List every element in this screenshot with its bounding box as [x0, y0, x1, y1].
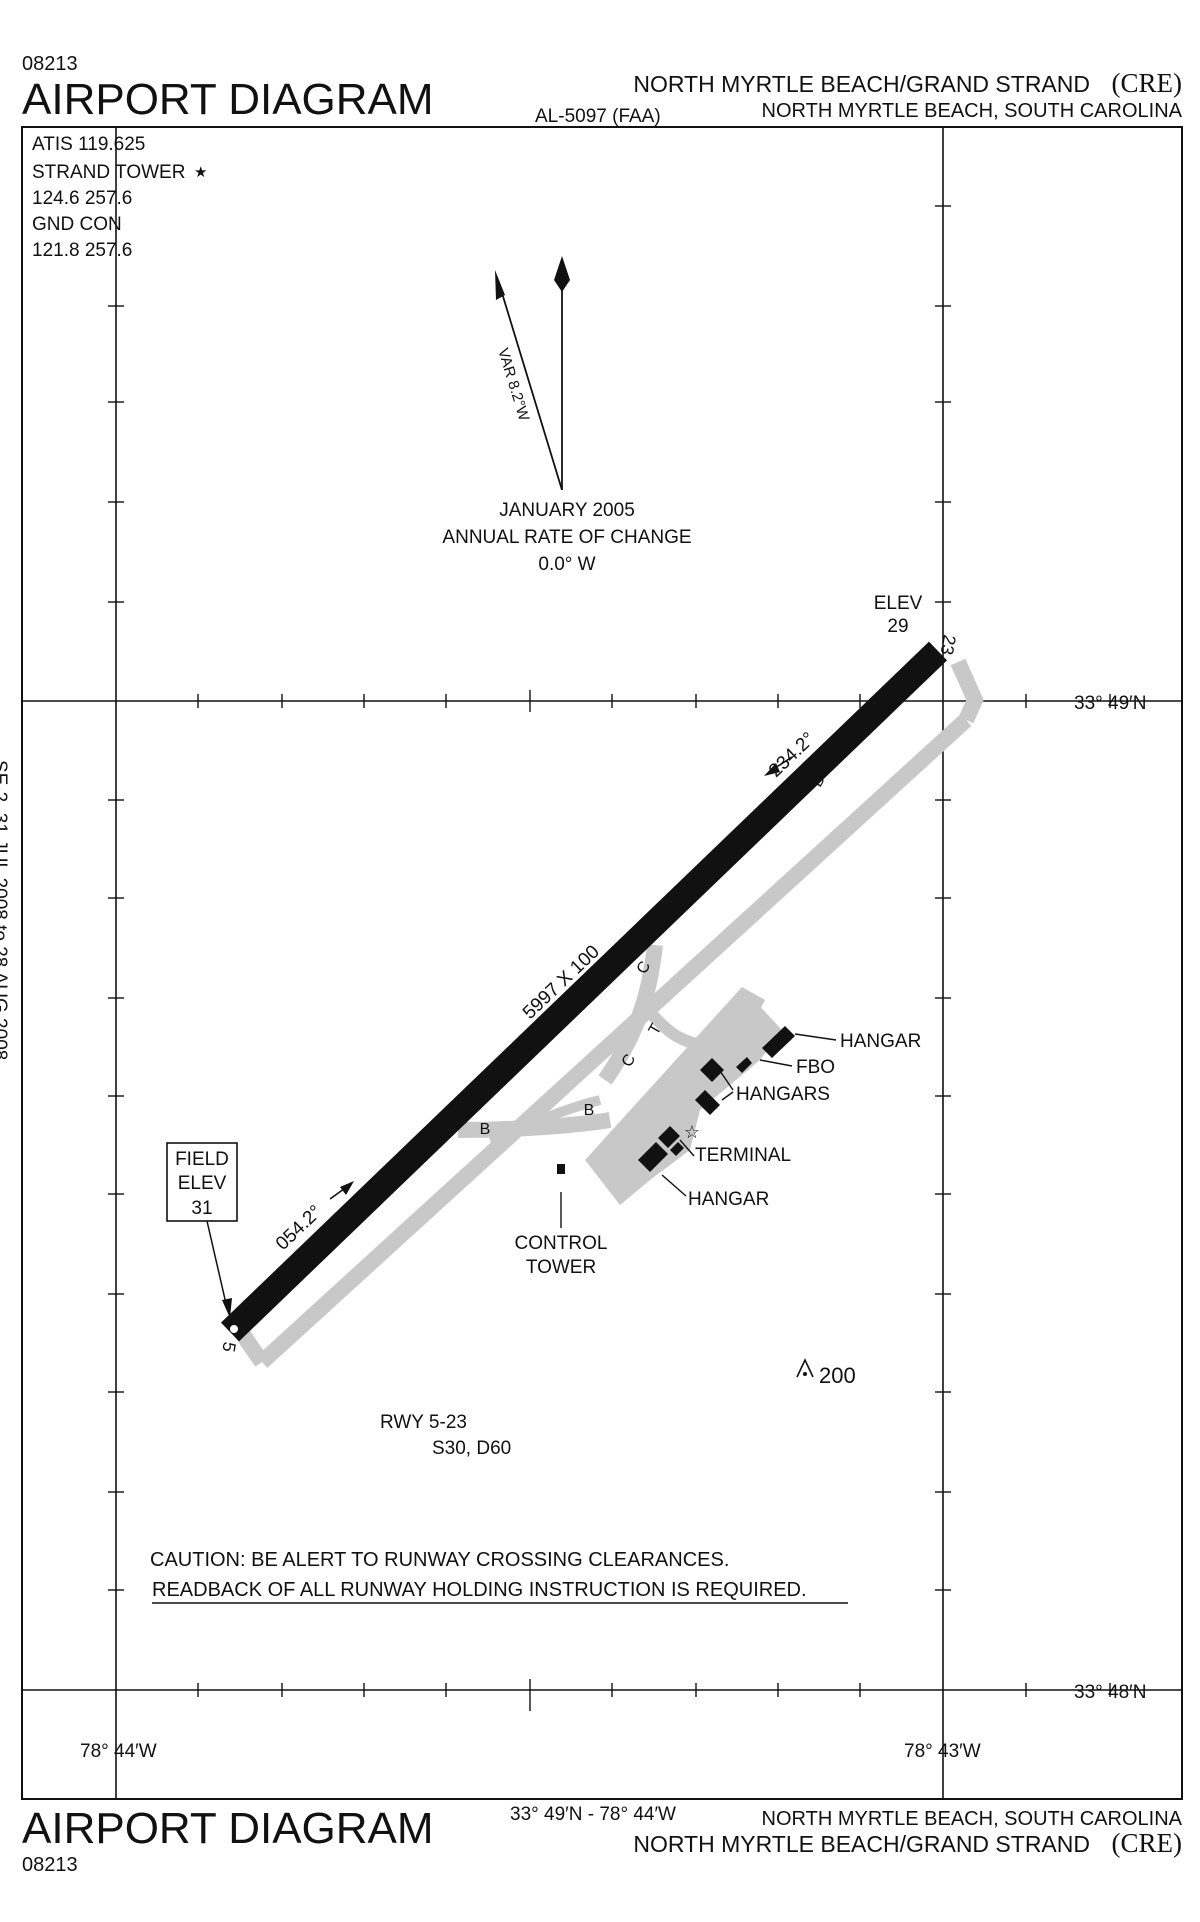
footer-procedure-number: 08213 [22, 1854, 78, 1876]
runway-23-elev-label: ELEV [874, 593, 923, 614]
caution-line-2: READBACK OF ALL RUNWAY HOLDING INSTRUCTI… [152, 1579, 807, 1601]
control-tower-building [557, 1164, 565, 1174]
obstacle-icon [796, 1358, 814, 1378]
taxiway-b-label-west: B [480, 1121, 491, 1138]
buildings [557, 1026, 795, 1174]
field-elev-value: 31 [191, 1198, 212, 1219]
longitude-east-label: 78° 43′W [904, 1741, 981, 1762]
terminal-building-1 [658, 1126, 680, 1148]
facility-leaders [560, 1033, 837, 1228]
footer-city-state: NORTH MYRTLE BEACH, SOUTH CAROLINA [762, 1808, 1183, 1830]
taxiway-b-label-east: B [584, 1102, 595, 1119]
latitude-south-label: 33° 48′N [1074, 1682, 1146, 1703]
hangars-building-2 [695, 1090, 720, 1115]
runway-end-5-label: 5 [218, 1340, 239, 1353]
hangars-building-1 [700, 1058, 724, 1082]
taxiway-d-parallel [256, 714, 972, 1368]
taxiway-d-north-connector [950, 658, 984, 724]
terminal-label: TERMINAL [695, 1145, 791, 1166]
footer-coordinates: 33° 49′N - 78° 44′W [510, 1804, 676, 1825]
fbo-building [736, 1057, 752, 1073]
runway-strength: S30, D60 [432, 1438, 511, 1459]
atis-frequency: ATIS 119.625 [32, 134, 145, 155]
caution-line-1: CAUTION: BE ALERT TO RUNWAY CROSSING CLE… [150, 1549, 729, 1571]
north-arrow [554, 256, 570, 490]
effective-date-margin: SE-2, 31 JUL 2008 to 28 AUG 2008 [0, 760, 10, 1060]
taxiway-b-connector [457, 1112, 612, 1138]
part-time-star-icon: ★ [194, 164, 207, 181]
graticule-ticks [108, 205, 1111, 1711]
runway-designation: RWY 5-23 [380, 1412, 467, 1433]
hangar-north-label: HANGAR [840, 1031, 921, 1052]
latitude-north-label: 33° 49′N [1074, 693, 1146, 714]
al-number: AL-5097 (FAA) [535, 106, 661, 127]
variation-date: JANUARY 2005 [499, 500, 635, 521]
ground-control-name: GND CON [32, 214, 122, 235]
hangar-south-building [638, 1142, 668, 1172]
hangars-label: HANGARS [736, 1084, 830, 1105]
airport-id: (CRE) [1112, 68, 1183, 98]
obstacle-height: 200 [819, 1363, 856, 1388]
footer-airport-id: (CRE) [1112, 1828, 1183, 1858]
magnetic-variation-label: VAR 8.2°W [494, 346, 532, 423]
annual-rate-label: ANNUAL RATE OF CHANGE [442, 527, 691, 548]
procedure-number: 08213 [22, 53, 78, 75]
longitude-west-label: 78° 44′W [80, 1741, 157, 1762]
field-elevation-box [166, 1142, 238, 1222]
diagram-title: AIRPORT DIAGRAM [22, 75, 434, 124]
runway-5-threshold-dot [230, 1325, 238, 1333]
terminal-star-icon: ☆ [684, 1122, 700, 1142]
ground-frequencies: 121.8 257.6 [32, 240, 132, 261]
runway-23-elev-value: 29 [887, 616, 908, 637]
control-tower-label-2: TOWER [526, 1257, 596, 1278]
fbo-label: FBO [796, 1057, 835, 1078]
airport-name: NORTH MYRTLE BEACH/GRAND STRAND [633, 71, 1090, 97]
field-elev-label-1: FIELD [175, 1149, 229, 1170]
annual-rate-value: 0.0° W [538, 554, 595, 575]
runway-5-heading-arrow [329, 1181, 354, 1200]
hangar-south-label: HANGAR [688, 1189, 769, 1210]
tower-name: STRAND TOWER [32, 162, 185, 183]
city-state: NORTH MYRTLE BEACH, SOUTH CAROLINA [762, 100, 1183, 122]
terminal-building-2 [670, 1142, 684, 1156]
control-tower-label-1: CONTROL [515, 1233, 608, 1254]
hangar-north-building [762, 1026, 795, 1058]
field-elev-label-2: ELEV [178, 1173, 227, 1194]
tower-frequencies: 124.6 257.6 [32, 188, 132, 209]
footer-title: AIRPORT DIAGRAM [22, 1804, 434, 1853]
field-elevation-leader [206, 1220, 232, 1318]
runway-23-heading-arrow [764, 756, 793, 776]
taxiway-system [233, 658, 984, 1368]
runway-end-23-label: 23 [937, 633, 960, 656]
taxiway-c-connector [598, 944, 663, 1085]
magnetic-north-arrow [495, 270, 563, 491]
map-frame [21, 126, 1183, 1800]
footer-airport-name: NORTH MYRTLE BEACH/GRAND STRAND [633, 1831, 1090, 1857]
runway-5-23 [220, 641, 948, 1342]
